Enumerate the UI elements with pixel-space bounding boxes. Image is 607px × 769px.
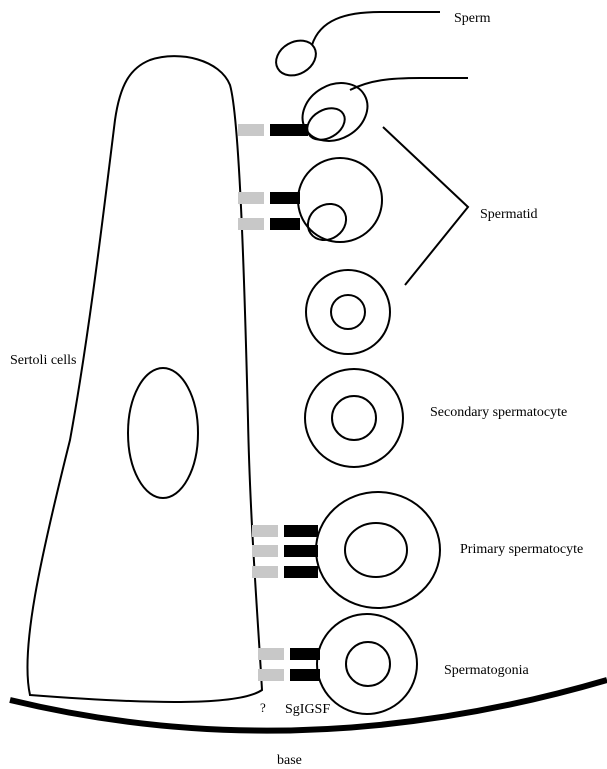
sgigsf-molecule xyxy=(290,648,320,660)
label-spermatogonia: Spermatogonia xyxy=(444,663,530,678)
secondary-spermatocyte-nucleus xyxy=(332,396,376,440)
label-base: base xyxy=(277,753,302,768)
label-sgigsf: SgIGSF xyxy=(285,702,330,717)
spermatogonium xyxy=(317,614,417,714)
sertoli-adhesion-molecule xyxy=(258,669,284,681)
label-secondary-spermatocyte: Secondary spermatocyte xyxy=(430,405,567,420)
spermatid-tail xyxy=(350,78,468,90)
round-spermatid-acrosome xyxy=(298,158,382,242)
label-sertoli-cells: Sertoli cells xyxy=(10,353,77,368)
sertoli-adhesion-molecule xyxy=(252,545,278,557)
primary-spermatocyte xyxy=(316,492,440,608)
spermatid-bracket xyxy=(383,127,468,285)
spermatogonium-nucleus xyxy=(346,642,390,686)
sgigsf-molecule xyxy=(284,566,318,578)
sertoli-adhesion-molecule xyxy=(258,648,284,660)
round-spermatid-nucleus xyxy=(331,295,365,329)
secondary-spermatocyte xyxy=(305,369,403,467)
label-primary-spermatocyte: Primary spermatocyte xyxy=(460,542,583,557)
primary-spermatocyte-nucleus xyxy=(345,523,407,577)
sgigsf-molecule xyxy=(270,124,308,136)
sgigsf-molecule xyxy=(270,218,300,230)
round-spermatid xyxy=(306,270,390,354)
label-spermatid: Spermatid xyxy=(480,207,538,222)
sertoli-cell xyxy=(27,56,262,702)
label-sperm: Sperm xyxy=(454,11,491,26)
sertoli-adhesion-molecule xyxy=(238,124,264,136)
label-question-mark: ? xyxy=(260,700,266,715)
sertoli-adhesion-molecule xyxy=(252,566,278,578)
sertoli-adhesion-molecule xyxy=(238,192,264,204)
sgigsf-molecule xyxy=(284,525,318,537)
sertoli-adhesion-molecule xyxy=(252,525,278,537)
sperm-tail xyxy=(312,12,440,45)
sgigsf-molecule xyxy=(284,545,318,557)
sgigsf-molecule xyxy=(270,192,300,204)
sertoli-nucleus xyxy=(128,368,198,498)
round-spermatid-acrosome-nucleus xyxy=(301,197,353,248)
sgigsf-molecule xyxy=(290,669,320,681)
sertoli-adhesion-molecule xyxy=(238,218,264,230)
elongating-spermatid-nucleus xyxy=(302,102,351,146)
